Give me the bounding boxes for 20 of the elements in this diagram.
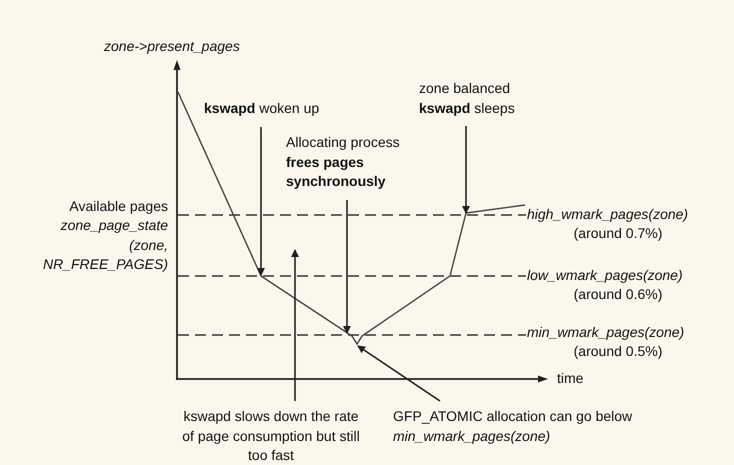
watermark-label: min_wmark_pages(zone) (527, 323, 684, 342)
axis-label: zone->present_pages (104, 37, 240, 56)
annotation-text: kswapd slows down the rate of page consumption but still too fast (178, 407, 364, 465)
arrow (357, 345, 440, 402)
arrow (291, 249, 299, 401)
percentage-note: (around 0.5%) (572, 342, 664, 361)
watermark-label: high_wmark_pages(zone) (527, 205, 688, 224)
annotation-text: Allocating process frees pages synchronously (286, 133, 436, 192)
arrow (343, 200, 351, 334)
annotation-text: zone balanced kswapd sleeps (419, 79, 549, 118)
axis-label: zone_page_state (zone, NR_FREE_PAGES) (42, 216, 168, 274)
arrow (257, 127, 265, 276)
percentage-note: (around 0.7%) (572, 224, 664, 243)
watermark-label: low_wmark_pages(zone) (527, 266, 683, 285)
axis-label: time (557, 369, 584, 388)
percentage-note: (around 0.6%) (572, 285, 664, 304)
annotation-text: GFP_ATOMIC allocation can go below min_wmark_pages(zone) (393, 407, 683, 446)
axis-label: Available pages (68, 197, 168, 216)
arrow (462, 126, 470, 214)
annotation-text: kswapd woken up (204, 99, 334, 118)
